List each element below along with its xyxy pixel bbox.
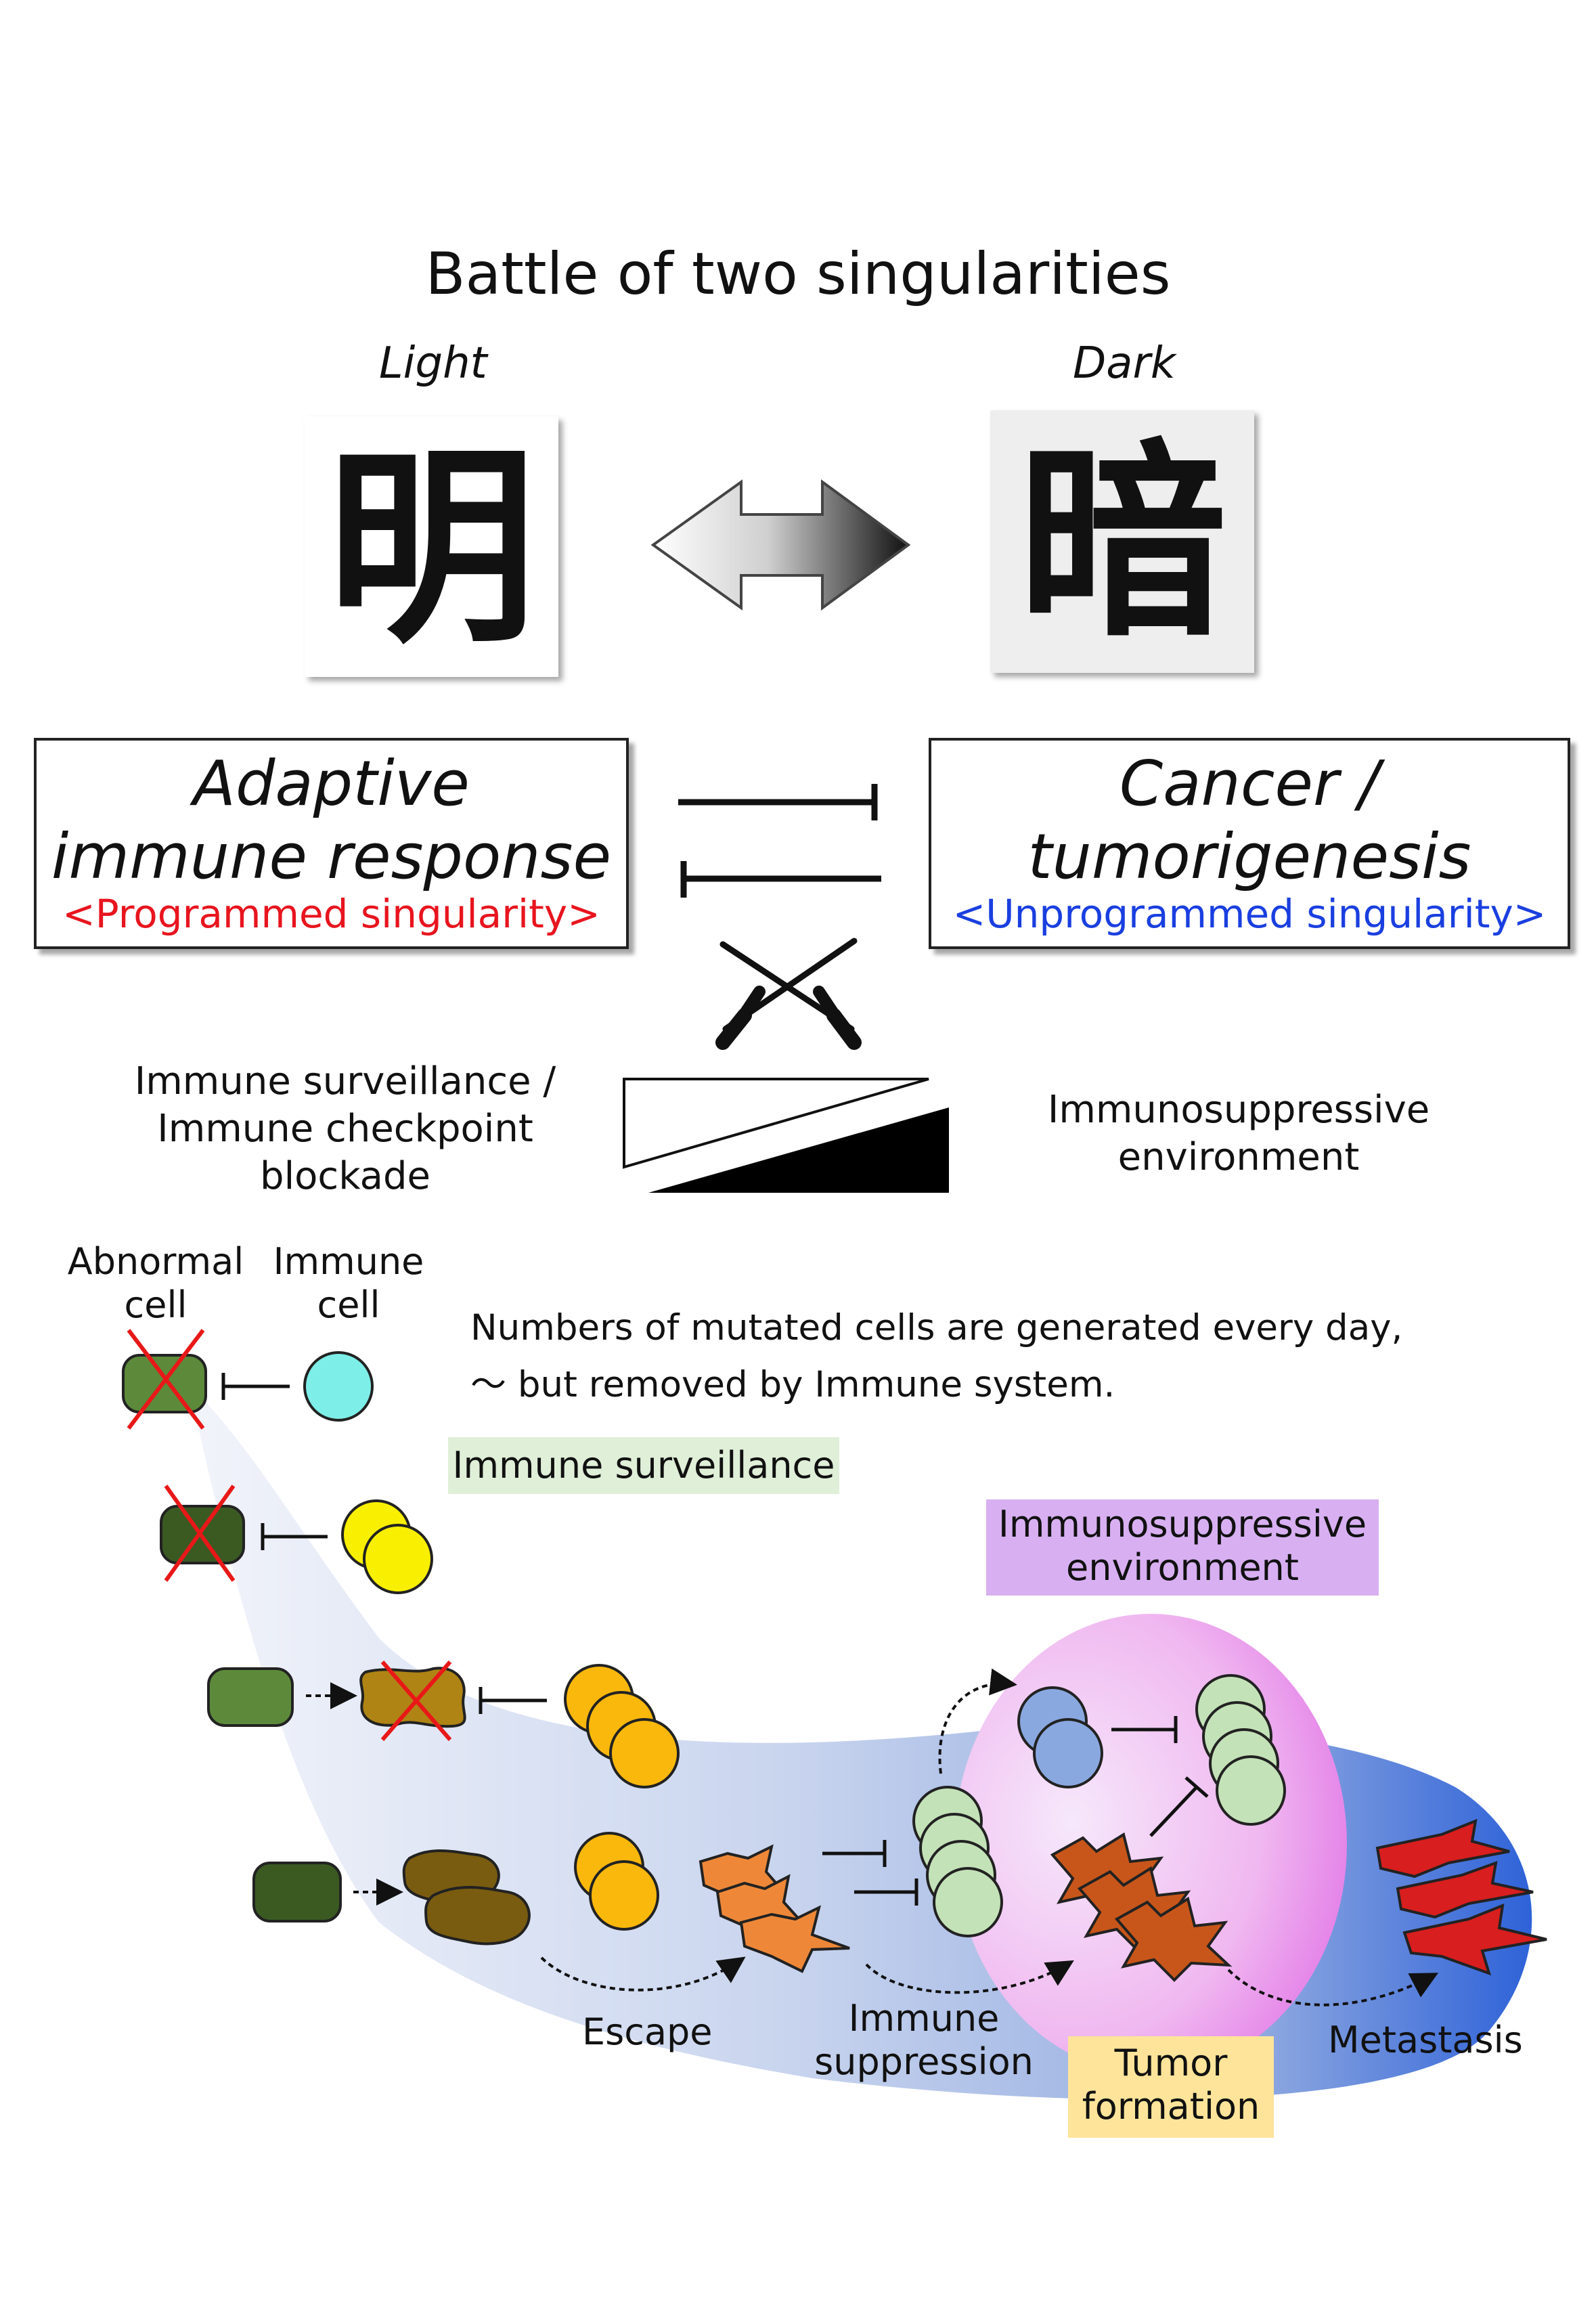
escape-label: Escape xyxy=(582,2011,713,2053)
cross-icon xyxy=(380,1661,452,1741)
abnormal-cell-dark xyxy=(252,1862,342,1922)
note-line2: 〜 but removed by Immune system. xyxy=(470,1364,1115,1405)
adaptive-line1: Adaptive xyxy=(193,747,470,820)
balance-right-line1: Immunosuppressive xyxy=(1047,1088,1430,1132)
adaptive-immune-box: Adaptive immune response <Programmed sin… xyxy=(34,738,629,949)
balance-left-line2: Immune checkpoint xyxy=(157,1107,533,1151)
immune-cell-label: Immune cell xyxy=(271,1240,426,1327)
metastasis-arrow xyxy=(1227,1969,1439,2006)
cancer-line2: tumorigenesis xyxy=(1027,820,1471,893)
immune-suppression-line1: Immune xyxy=(848,1997,1000,2040)
tumor-cell xyxy=(739,1905,850,1973)
inhibition-mark xyxy=(1149,1776,1209,1837)
immune-surveillance-label: Immune surveillance xyxy=(452,1444,835,1487)
abnormal-line1: Abnormal xyxy=(67,1240,244,1283)
balance-right-line2: environment xyxy=(1117,1135,1360,1179)
tumor-cluster xyxy=(1114,1896,1233,1982)
balance-left-line1: Immune surveillance / xyxy=(134,1059,556,1103)
immune-cell-light-green xyxy=(1216,1755,1286,1826)
immune-cell-orange xyxy=(589,1860,659,1931)
double-arrow-icon xyxy=(650,479,911,611)
inhibition-mark xyxy=(822,1840,918,1906)
immune-cell-cyan xyxy=(303,1351,374,1422)
immune-surveillance-bg xyxy=(448,1437,839,1494)
escape-arrow xyxy=(540,1956,746,1992)
immune-suppression-line2: suppression xyxy=(814,2040,1034,2083)
balance-left-line3: blockade xyxy=(260,1154,430,1198)
metastasis-cell xyxy=(1402,1903,1547,1976)
metastasis-cell xyxy=(1375,1818,1510,1878)
immunosuppressive-env-label: Immunosuppressive environment xyxy=(986,1503,1379,1589)
metastasis-label: Metastasis xyxy=(1328,2019,1523,2061)
dark-kanji: 暗 xyxy=(1017,419,1227,665)
programmed-singularity-label: <Programmed singularity> xyxy=(62,891,600,937)
dashed-arrow xyxy=(938,1668,1017,1774)
crossed-swords-icon xyxy=(715,938,862,1050)
page-title: Battle of two singularities xyxy=(425,240,1171,308)
immune-suppression-label: Immune suppression xyxy=(809,1997,1039,2084)
inhibition-mark xyxy=(261,1523,328,1550)
inhibition-mark xyxy=(221,1373,290,1400)
escaped-cell xyxy=(424,1886,531,1946)
tumor-formation-label: Tumor formation xyxy=(1068,2042,1274,2128)
abnormal-cell-label: Abnormal cell xyxy=(64,1240,247,1327)
immune-line2: cell xyxy=(317,1283,380,1326)
unprogrammed-singularity-label: <Unprogrammed singularity> xyxy=(952,891,1547,937)
tumor-progression-stream xyxy=(190,1386,1532,2100)
immunosuppressive-line2: environment xyxy=(1066,1546,1299,1589)
light-label: Light xyxy=(379,338,487,389)
immune-cell-orange xyxy=(609,1718,680,1788)
inhibition-mark xyxy=(1111,1716,1178,1743)
inhibition-arrow-left xyxy=(680,861,881,898)
adaptive-line2: immune response xyxy=(51,820,612,893)
immunosuppressive-line1: Immunosuppressive xyxy=(998,1503,1367,1545)
abnormal-line2: cell xyxy=(124,1283,187,1326)
tumor-cell xyxy=(699,1844,787,1896)
tumor-formation-line1: Tumor xyxy=(1114,2042,1228,2084)
light-kanji-card: 明 xyxy=(305,416,558,677)
abnormal-cell xyxy=(207,1667,294,1727)
dark-kanji-card: 暗 xyxy=(990,410,1254,673)
inhibition-arrow-right xyxy=(678,784,878,820)
cross-icon xyxy=(164,1485,236,1582)
metastasis-cell xyxy=(1396,1860,1534,1919)
surveillance-wedge xyxy=(623,1078,929,1169)
immune-suppression-arrow xyxy=(865,1960,1074,1994)
immunosuppressive-bg xyxy=(986,1499,1379,1596)
mutation-note: Numbers of mutated cells are generated e… xyxy=(470,1300,1402,1413)
immune-cell-blue xyxy=(1033,1718,1103,1788)
inhibition-mark xyxy=(479,1687,547,1714)
balance-right-label: Immunosuppressive environment xyxy=(1029,1086,1448,1181)
tumor-formation-line2: formation xyxy=(1082,2085,1260,2128)
cross-icon xyxy=(127,1329,205,1430)
immunosuppressive-wedge xyxy=(648,1107,949,1193)
immune-cell-yellow xyxy=(363,1524,433,1594)
tumor-formation-bg xyxy=(1068,2036,1274,2138)
cancer-line1: Cancer / xyxy=(1119,747,1380,820)
light-kanji: 明 xyxy=(326,425,537,672)
dark-label: Dark xyxy=(1073,338,1176,389)
immune-cell-light-green xyxy=(933,1867,1003,1937)
tumor-cell xyxy=(715,1874,805,1927)
balance-left-label: Immune surveillance / Immune checkpoint … xyxy=(108,1058,582,1200)
immune-line1: Immune xyxy=(273,1240,424,1283)
note-line1: Numbers of mutated cells are generated e… xyxy=(470,1307,1403,1348)
cancer-box: Cancer / tumorigenesis <Unprogrammed sin… xyxy=(929,738,1570,949)
